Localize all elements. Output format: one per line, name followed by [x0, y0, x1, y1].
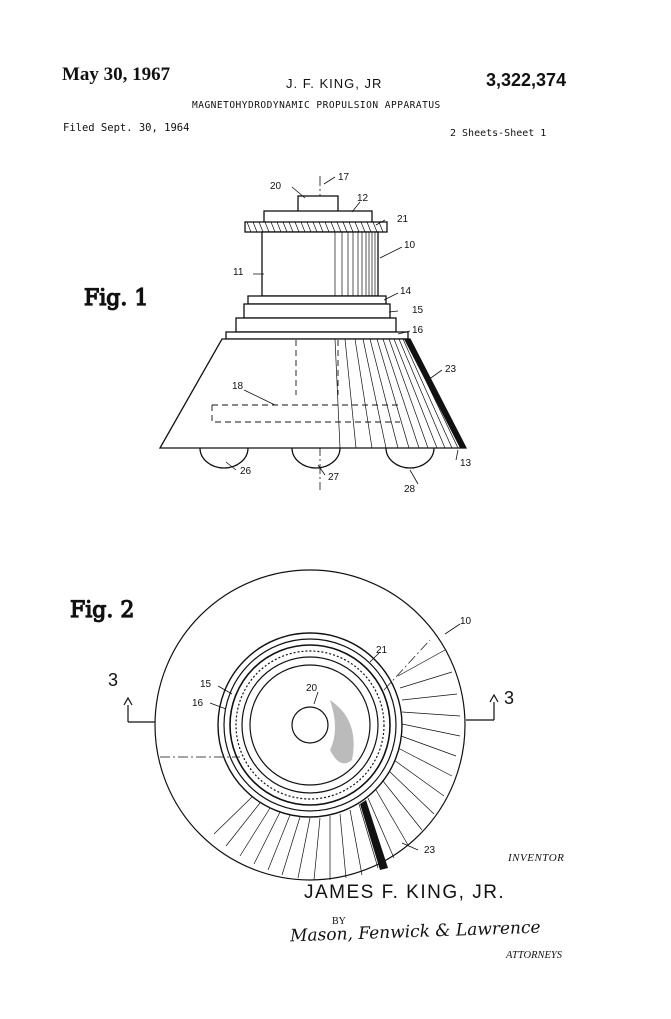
ref-12: 12: [357, 193, 369, 204]
ref-21: 21: [397, 214, 409, 225]
ref-27: 27: [328, 472, 340, 483]
section-mark-right: 3: [504, 688, 514, 708]
figure-1-reference-numerals: 20 17 12 21 10 11 14 15 16 23 18 26 27 2…: [232, 172, 472, 495]
sheet-count: 2 Sheets-Sheet 1: [450, 128, 547, 139]
figure-1: Fig. 1: [83, 176, 468, 490]
figure-1-label: Fig. 1: [84, 286, 148, 311]
section-mark-left: 3: [108, 670, 118, 690]
ref-23: 23: [445, 364, 457, 375]
ref-28: 28: [404, 484, 416, 495]
ref-20-fig2: 20: [306, 683, 318, 694]
ref-14: 14: [400, 286, 412, 297]
inventor-header: J. F. KING, JR: [286, 76, 383, 91]
ref-15-fig2: 15: [200, 679, 212, 690]
ref-15: 15: [412, 305, 424, 316]
patent-date: May 30, 1967: [62, 64, 171, 85]
ref-21-fig2: 21: [376, 645, 388, 656]
ref-16: 16: [412, 325, 424, 336]
figure-2: Fig. 2: [69, 569, 499, 881]
ref-16-fig2: 16: [192, 698, 204, 709]
by-label: BY: [332, 916, 346, 927]
patent-number: 3,322,374: [486, 70, 567, 90]
ref-23-fig2: 23: [424, 845, 436, 856]
ref-10-fig2: 10: [460, 616, 472, 627]
patent-title: MAGNETOHYDRODYNAMIC PROPULSION APPARATUS: [192, 100, 441, 111]
inventor-label: INVENTOR: [508, 852, 565, 864]
ref-10: 10: [404, 240, 416, 251]
inventor-name: JAMES F. KING, JR.: [304, 882, 506, 903]
ref-20: 20: [270, 181, 282, 192]
attorneys-label: ATTORNEYS: [506, 950, 563, 961]
ref-26: 26: [240, 466, 252, 477]
figure-2-reference-numerals: 10 21 20 15 16 23 3 3: [108, 616, 514, 856]
filed-date: Filed Sept. 30, 1964: [63, 122, 190, 134]
ref-11: 11: [233, 267, 244, 278]
ref-13: 13: [460, 458, 472, 469]
ref-18: 18: [232, 381, 244, 392]
figure-2-label: Fig. 2: [70, 598, 134, 623]
ref-17: 17: [338, 172, 350, 183]
